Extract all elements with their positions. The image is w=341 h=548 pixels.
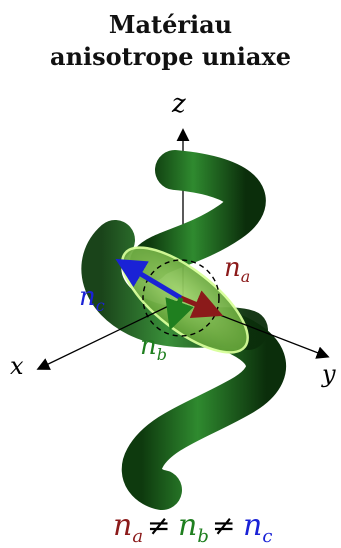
- relation-nb: nb: [178, 508, 209, 547]
- relation-na: na: [113, 508, 143, 547]
- relation-ne-1: ≠: [147, 509, 170, 542]
- relation: na ≠ nb ≠ nc: [113, 508, 272, 547]
- relation-ne-2: ≠: [212, 509, 235, 542]
- x-axis-label: x: [10, 352, 24, 380]
- z-axis-label: z: [171, 89, 186, 119]
- relation-nc: nc: [243, 508, 272, 547]
- na-label: na: [224, 253, 250, 286]
- y-axis-label: y: [321, 360, 336, 388]
